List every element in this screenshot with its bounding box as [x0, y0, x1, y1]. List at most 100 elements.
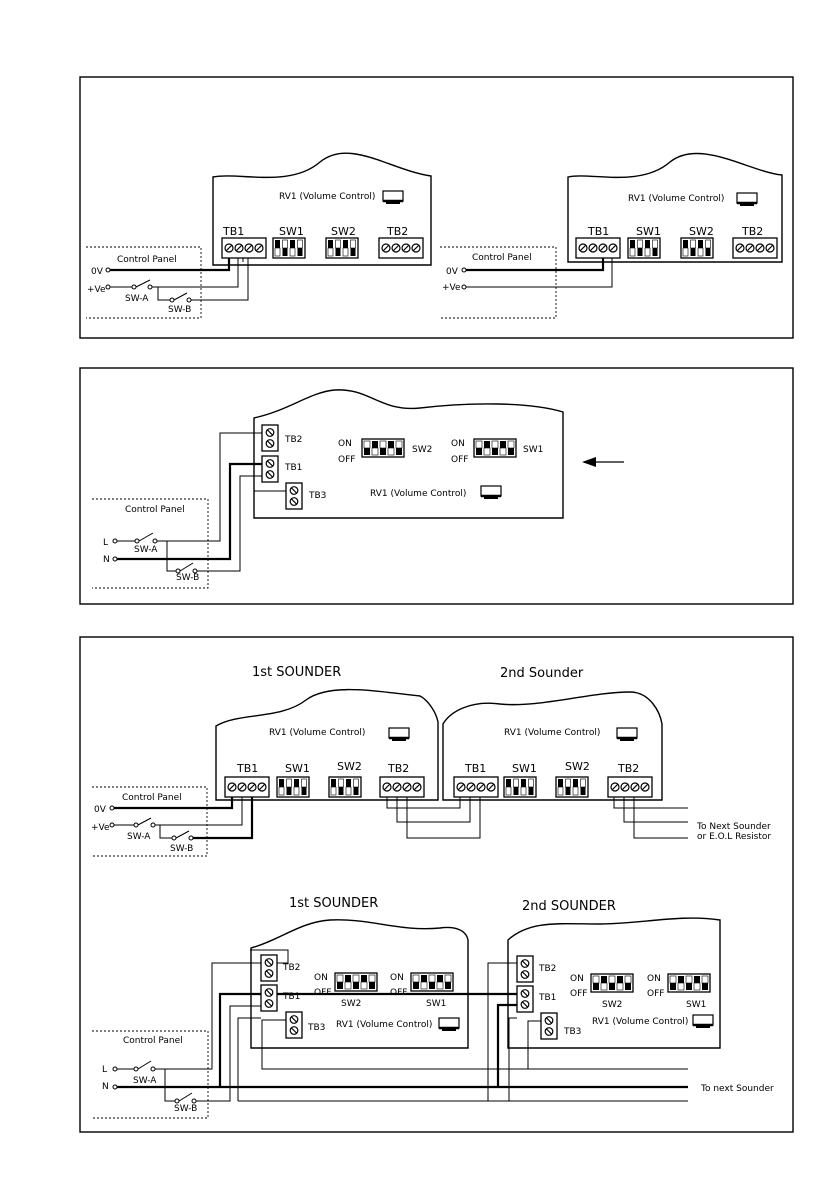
first-sounder-bottom-title: 1st SOUNDER — [289, 896, 378, 911]
sw-b-switch — [178, 1092, 193, 1102]
tb3-label: TB3 — [308, 491, 326, 501]
tb3-terminal-block[interactable] — [285, 1011, 303, 1039]
tb1-label: TB1 — [284, 463, 302, 473]
volume-pot-icon[interactable] — [437, 1016, 461, 1033]
sw2-label: SW2 — [689, 225, 714, 238]
tb2-label: TB2 — [741, 225, 763, 238]
rv1-label: RV1 (Volume Control) — [628, 194, 724, 204]
sw1-label: SW1 — [636, 225, 661, 238]
sw-b-switch — [179, 562, 194, 572]
sw-a-switch — [137, 817, 152, 826]
first-sounder-title: 1st SOUNDER — [252, 665, 341, 680]
ov-label: 0V — [446, 267, 459, 277]
pcb-outline — [253, 389, 564, 519]
tb2-terminal-block[interactable] — [379, 776, 425, 798]
sw1-label: SW1 — [285, 762, 310, 775]
pcb-outline-2 — [567, 152, 783, 263]
panel-1-dc-wiring: RV1 (Volume Control) TB1 SW1 SW2 TB2 Con… — [79, 76, 794, 339]
second-sounder-title: 2nd Sounder — [500, 666, 584, 681]
sw1-dip-switch[interactable] — [410, 972, 454, 992]
tb3-label: TB3 — [307, 1023, 325, 1033]
on-label: ON — [314, 973, 328, 983]
out-wire — [613, 797, 688, 809]
tb1-terminal-block[interactable] — [224, 776, 270, 798]
pcb-outline — [250, 919, 469, 1049]
sw2-dip-switch[interactable] — [680, 237, 714, 259]
sw1-dip-switch[interactable] — [667, 973, 711, 993]
tb1-terminal-block[interactable] — [261, 455, 279, 483]
pve-wire — [466, 258, 613, 288]
ov-wire — [110, 258, 231, 272]
tb1-terminal-block[interactable] — [221, 237, 267, 259]
tb2-label: TB2 — [387, 762, 409, 775]
control-panel-box — [440, 246, 557, 319]
off-label: OFF — [647, 989, 664, 999]
tb1-label: TB1 — [587, 225, 609, 238]
ov-wire — [466, 258, 605, 272]
tb2-label: TB2 — [386, 225, 408, 238]
tb3-terminal-block[interactable] — [285, 482, 303, 510]
sw2-label: SW2 — [565, 760, 590, 773]
tb3-terminal-block[interactable] — [540, 1012, 558, 1040]
control-panel-label: Control Panel — [122, 793, 182, 803]
on-label: ON — [570, 974, 584, 984]
tb2-terminal-block[interactable] — [378, 237, 424, 259]
sw-b-label: SW-B — [176, 573, 199, 583]
pcb-outline-2 — [442, 691, 663, 801]
volume-pot-icon[interactable] — [479, 484, 503, 501]
rv1-label: RV1 (Volume Control) — [336, 1020, 432, 1030]
sw2-dip-switch[interactable] — [325, 237, 359, 259]
off-label: OFF — [451, 455, 468, 465]
rv1-label: RV1 (Volume Control) — [592, 1017, 688, 1027]
tb1-terminal-block[interactable] — [260, 984, 278, 1012]
volume-pot-icon[interactable] — [381, 189, 405, 206]
tb1-label: TB1 — [282, 992, 300, 1002]
sw1-dip-switch[interactable] — [272, 237, 306, 259]
on-label: ON — [451, 439, 465, 449]
on-label: ON — [338, 439, 352, 449]
sw-a-label: SW-A — [127, 832, 151, 842]
panel-3-multi-sounder-wiring: 1st SOUNDER 2nd Sounder RV1 (Volume Cont… — [79, 636, 794, 1133]
control-panel-box — [92, 498, 209, 589]
sw1-dip-switch[interactable] — [473, 438, 517, 458]
tb2-terminal-block[interactable] — [516, 955, 534, 983]
tb1-label: TB1 — [538, 993, 556, 1003]
second-sounder-bottom-title: 2nd SOUNDER — [522, 899, 616, 914]
panel-3-frame — [79, 636, 794, 1133]
control-panel-label: Control Panel — [117, 255, 177, 265]
sw1-dip-switch[interactable] — [627, 237, 661, 259]
ov-wire — [114, 797, 234, 810]
tb3-label: TB3 — [563, 1027, 581, 1037]
sw2-dip-switch[interactable] — [334, 972, 378, 992]
sw1-dip-switch[interactable] — [276, 776, 310, 798]
sw-a-switch — [137, 1060, 152, 1070]
control-panel-label: Control Panel — [123, 1036, 183, 1046]
sw2-dip-switch[interactable] — [361, 438, 405, 458]
volume-pot-icon[interactable] — [615, 726, 639, 743]
sw2-dip-switch[interactable] — [328, 776, 362, 798]
tb2-label: TB2 — [282, 963, 300, 973]
tb1-terminal-block[interactable] — [453, 776, 499, 798]
tb1-terminal-block[interactable] — [516, 985, 534, 1013]
ov-label: 0V — [94, 805, 107, 815]
tb2-terminal-block[interactable] — [607, 776, 653, 798]
tb2-terminal-block[interactable] — [261, 424, 279, 452]
sw2-dip-switch[interactable] — [590, 973, 634, 993]
tb2-terminal-block[interactable] — [260, 954, 278, 982]
sw-b-switch — [173, 292, 188, 301]
tb2-terminal-block[interactable] — [732, 237, 778, 259]
tb1-terminal-block[interactable] — [575, 237, 621, 259]
pve-label: +Ve — [442, 283, 461, 293]
control-panel-box — [86, 246, 202, 319]
next-sounder-label: To next Sounder — [700, 1084, 774, 1094]
panel-2-frame — [79, 367, 794, 605]
volume-pot-icon[interactable] — [387, 726, 411, 743]
ov-label: 0V — [91, 267, 104, 277]
arrow-left-icon — [582, 457, 596, 467]
volume-pot-icon[interactable] — [691, 1013, 715, 1030]
sw1-dip-switch[interactable] — [503, 776, 537, 798]
sw2-dip-switch[interactable] — [555, 776, 589, 798]
sw2-label: SW2 — [341, 999, 361, 1009]
volume-pot-icon[interactable] — [735, 191, 759, 208]
sw-b-label: SW-B — [170, 844, 193, 854]
